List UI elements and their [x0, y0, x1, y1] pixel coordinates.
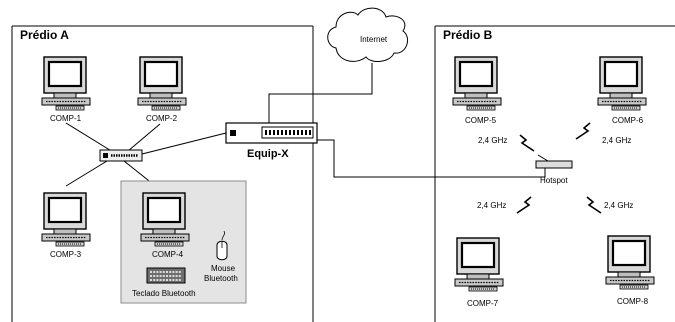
computer-comp1: COMP-1 [40, 55, 92, 123]
link-comp2-switch [127, 123, 161, 152]
wireless-freq-comp8: 2,4 GHz [604, 201, 633, 210]
building-b: Prédio B [434, 25, 675, 322]
computer-comp5: COMP-5 [451, 55, 503, 125]
computer-comp6: COMP-6 [596, 55, 648, 125]
bluetooth-mouse: Mouse Bluetooth [204, 230, 238, 283]
internet-cloud: Internet [327, 7, 409, 62]
mouse-label-line1: Mouse [211, 264, 236, 273]
link-switch-equipx [141, 132, 227, 155]
comp8-label: COMP-8 [617, 297, 649, 306]
equip-x: Equip-X [225, 122, 318, 160]
wireless-freq-comp6: 2,4 GHz [602, 136, 631, 145]
computer-comp3: COMP-3 [40, 191, 92, 259]
computer-comp4: COMP-4 [139, 191, 191, 259]
equip-x-label: Equip-X [247, 148, 289, 160]
comp6-label: COMP-6 [612, 116, 644, 125]
mouse-cable [221, 230, 225, 241]
wireless-freq-comp7: 2,4 GHz [477, 201, 506, 210]
computer-icon [604, 234, 656, 291]
internet-label: Internet [360, 35, 388, 44]
hotspot-label: Hotspot [540, 176, 568, 185]
wireless-bolt-icon [586, 196, 602, 214]
building-b-title: Prédio B [443, 28, 493, 42]
computer-icon [40, 191, 92, 248]
comp3-label: COMP-3 [50, 250, 82, 259]
computer-comp8: COMP-8 [604, 234, 656, 306]
comp4-label: COMP-4 [152, 250, 184, 259]
comp5-label: COMP-5 [465, 116, 497, 125]
wireless-bolt-icon [575, 122, 591, 140]
wireless-bolt-icon [519, 134, 535, 152]
hotspot-body [535, 160, 573, 169]
computer-icon [40, 55, 92, 112]
keyboard-label: Teclado Bluetooth [132, 289, 196, 298]
building-a-title: Prédio A [20, 28, 69, 42]
comp7-label: COMP-7 [467, 299, 499, 308]
hotspot: Hotspot [535, 154, 573, 185]
hotspot-antenna [537, 154, 549, 162]
computer-comp2: COMP-2 [136, 55, 188, 123]
mouse-icon [216, 240, 228, 261]
computer-icon [139, 191, 191, 248]
switch [99, 149, 143, 162]
switch-port-block [103, 153, 108, 158]
computer-icon [596, 55, 648, 112]
wireless-links: 2,4 GHz 2,4 GHz 2,4 GHz 2,4 GHz [477, 122, 633, 214]
connections [65, 63, 546, 193]
link-equipx-internet [268, 63, 373, 124]
computer-icon [136, 55, 188, 112]
link-equipx-hotspot [317, 139, 546, 178]
link-switch-comp3 [65, 160, 108, 187]
wireless-bolt-icon [516, 196, 532, 214]
computer-comp7: COMP-7 [453, 236, 505, 308]
cloud-icon [327, 7, 409, 62]
comp1-label: COMP-1 [50, 114, 82, 123]
wireless-freq-comp5: 2,4 GHz [478, 136, 507, 145]
computer-icon [453, 236, 505, 293]
link-comp1-switch [65, 122, 114, 153]
building-a: Prédio A [11, 25, 314, 322]
computer-icon [451, 55, 503, 112]
mouse-label-line2: Bluetooth [204, 274, 238, 283]
equip-x-port-panel [261, 126, 314, 139]
equip-x-port [230, 130, 236, 136]
bluetooth-keyboard: Teclado Bluetooth [132, 267, 196, 298]
comp2-label: COMP-2 [146, 114, 178, 123]
